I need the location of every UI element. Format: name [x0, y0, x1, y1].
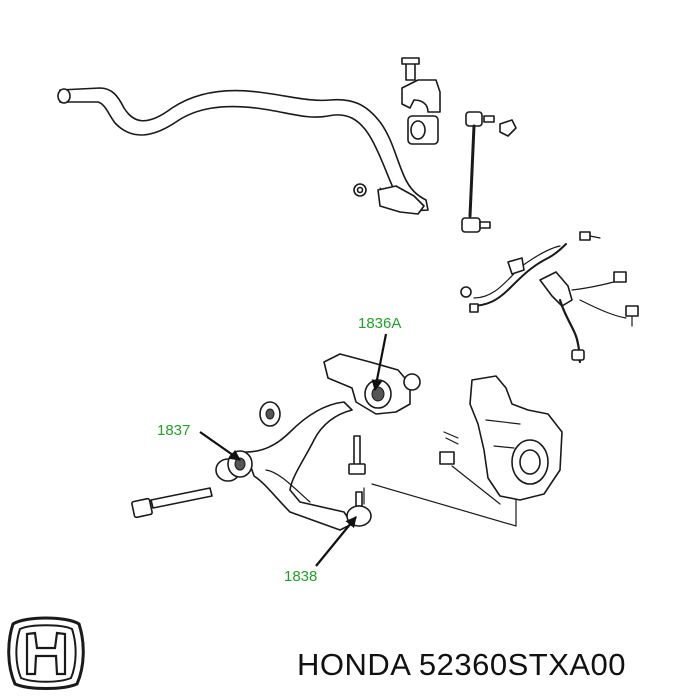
stabilizer-link — [461, 111, 517, 233]
bar-clamp-lower — [353, 183, 425, 215]
callout-1836A: 1836A — [358, 315, 401, 392]
part-number: 52360STXA00 — [418, 647, 627, 682]
stabilizer-bushing — [407, 115, 439, 145]
rear-bushing-bracket — [323, 353, 421, 415]
callout-1837: 1837 — [157, 422, 241, 461]
small-bolts — [579, 231, 639, 327]
abs-sensor-wire — [460, 243, 627, 364]
assembly-lines — [363, 465, 517, 527]
vertical-bolt — [348, 435, 366, 475]
brand-name: HONDA — [297, 647, 410, 682]
stabilizer-bar — [57, 87, 429, 213]
honda-logo-icon — [7, 616, 85, 690]
part-caption: HONDA 52360STXA00 — [297, 647, 626, 683]
long-bolt — [131, 487, 213, 519]
ball-joint — [346, 491, 372, 527]
washer — [259, 401, 281, 427]
stabilizer-clamp — [401, 57, 441, 113]
callout-1838: 1838 — [284, 516, 357, 585]
lower-control-arm — [245, 401, 353, 531]
front-bushing — [215, 450, 253, 482]
steering-knuckle — [469, 375, 563, 501]
castle-nut — [439, 431, 459, 465]
callout-label-1836A: 1836A — [358, 315, 401, 332]
callout-label-1838: 1838 — [284, 568, 317, 585]
callout-label-1837: 1837 — [157, 422, 190, 439]
